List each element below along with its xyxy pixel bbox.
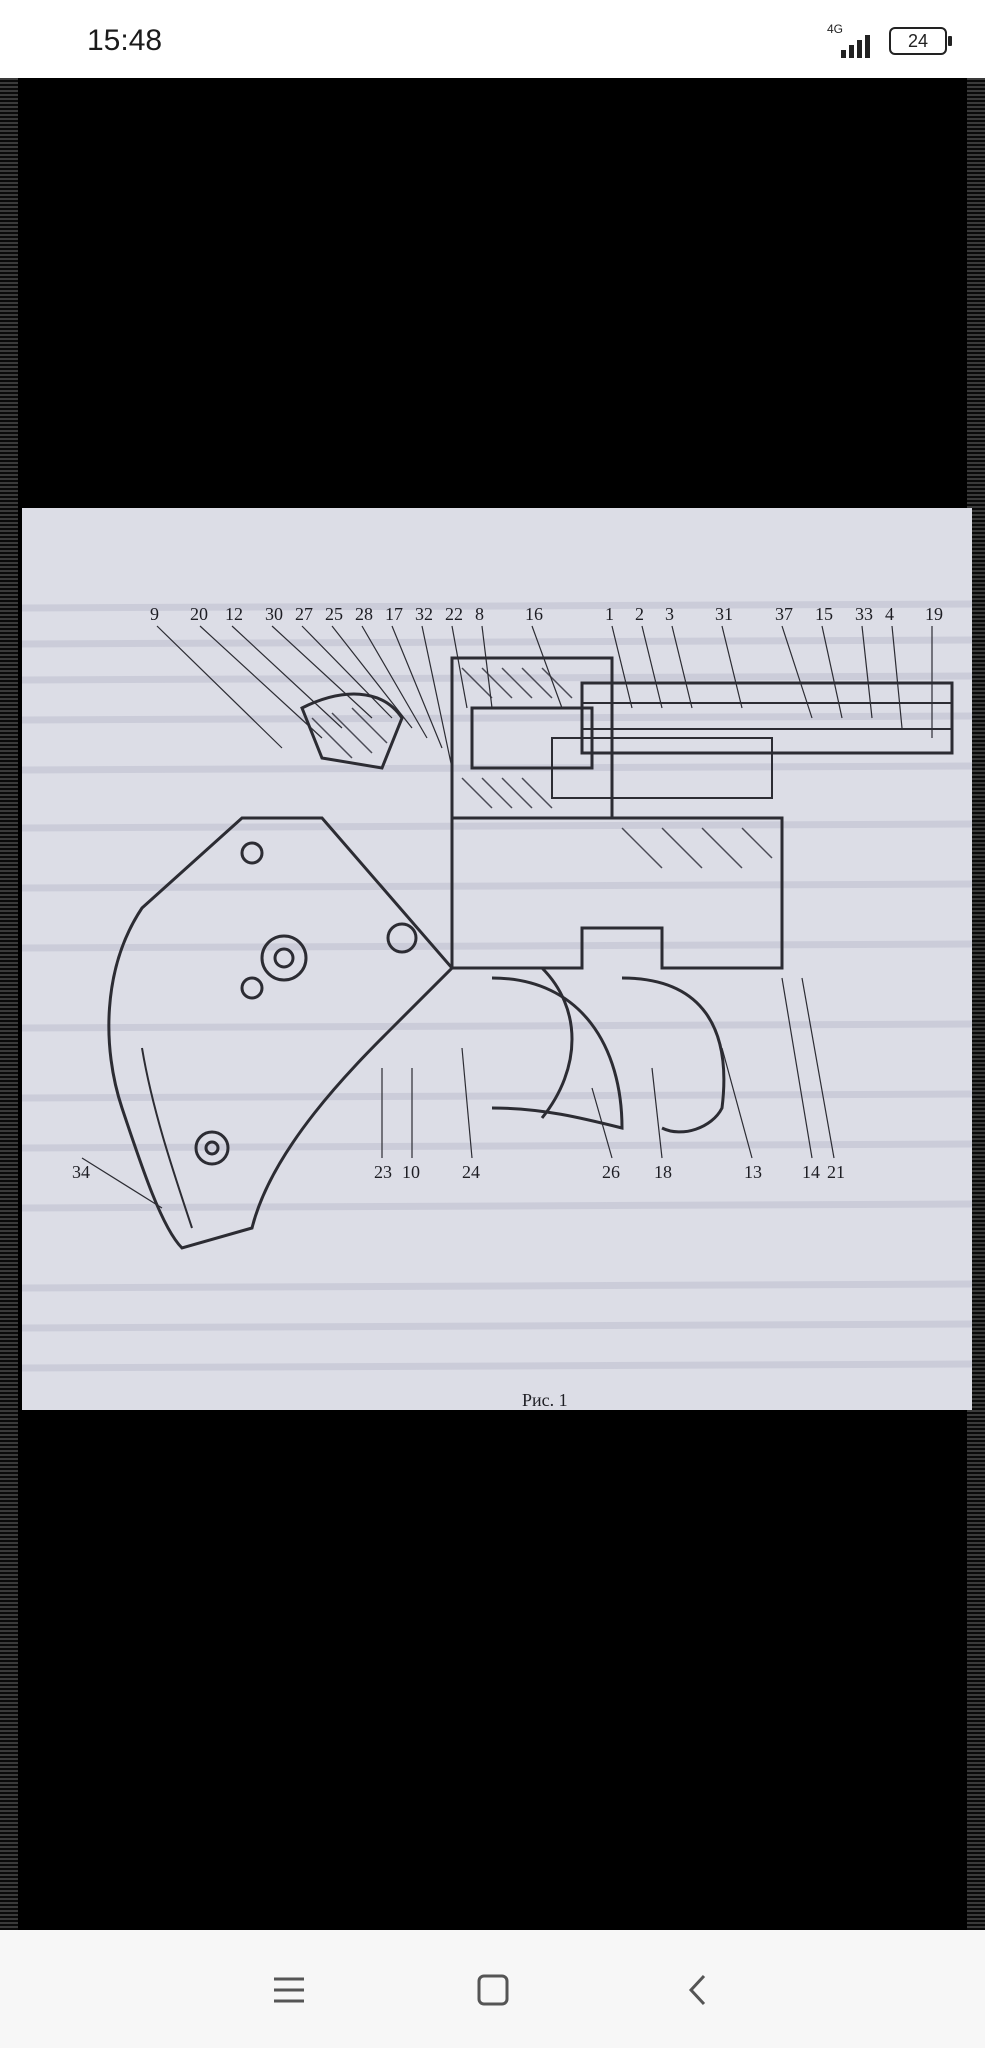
status-bar: 15:48 4G 24 bbox=[0, 0, 985, 78]
callout-21: 21 bbox=[827, 1162, 845, 1182]
callout-14: 14 bbox=[802, 1162, 820, 1182]
callout-1: 1 bbox=[605, 604, 614, 624]
network-type: 4G bbox=[827, 22, 844, 36]
callout-34: 34 bbox=[72, 1162, 90, 1182]
callout-20: 20 bbox=[190, 604, 208, 624]
callout-18: 18 bbox=[654, 1162, 672, 1182]
battery-icon: 24 bbox=[889, 27, 952, 55]
callout-33: 33 bbox=[855, 604, 873, 624]
figure-caption: Рис. 1 bbox=[522, 1390, 568, 1410]
callout-15: 15 bbox=[815, 604, 833, 624]
leader-lines bbox=[81, 625, 933, 1209]
callout-30: 30 bbox=[265, 604, 283, 624]
menu-icon[interactable] bbox=[259, 1960, 319, 2020]
callout-10: 10 bbox=[402, 1162, 420, 1182]
callout-32: 32 bbox=[415, 604, 433, 624]
revolver-drawing: 9201230272528173222816123313715334193423… bbox=[22, 600, 972, 1410]
hatching bbox=[311, 667, 773, 869]
home-icon[interactable] bbox=[463, 1960, 523, 2020]
callout-4: 4 bbox=[885, 604, 894, 624]
callout-8: 8 bbox=[475, 604, 484, 624]
left-edge-strip bbox=[0, 78, 18, 1930]
clock: 15:48 bbox=[87, 24, 163, 57]
callout-23: 23 bbox=[374, 1162, 392, 1182]
revolver-outline bbox=[107, 656, 954, 1250]
callout-28: 28 bbox=[355, 604, 373, 624]
callout-24: 24 bbox=[462, 1162, 480, 1182]
callout-19: 19 bbox=[925, 604, 943, 624]
callout-9: 9 bbox=[150, 604, 159, 624]
callout-37: 37 bbox=[775, 604, 793, 624]
callout-26: 26 bbox=[602, 1162, 620, 1182]
callout-13: 13 bbox=[744, 1162, 762, 1182]
callout-27: 27 bbox=[295, 604, 313, 624]
status-icons: 4G 24 bbox=[825, 22, 952, 58]
callout-2: 2 bbox=[635, 604, 644, 624]
battery-level: 24 bbox=[907, 30, 929, 51]
navigation-bar bbox=[0, 1930, 985, 2048]
callout-17: 17 bbox=[385, 604, 403, 624]
signal-icon: 4G bbox=[825, 22, 879, 58]
back-icon[interactable] bbox=[668, 1960, 728, 2020]
callout-12: 12 bbox=[225, 604, 243, 624]
callout-22: 22 bbox=[445, 604, 463, 624]
callout-16: 16 bbox=[525, 604, 543, 624]
callout-3: 3 bbox=[665, 604, 674, 624]
callout-25: 25 bbox=[325, 604, 343, 624]
callout-31: 31 bbox=[715, 604, 733, 624]
bleed-through-text bbox=[22, 600, 972, 1372]
